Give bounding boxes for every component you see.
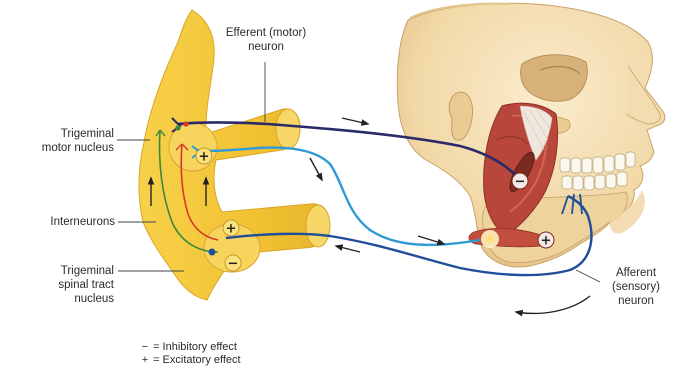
label-efferent-motor-neuron: Efferent (motor) neuron	[208, 26, 324, 54]
legend-text-inhibitory: = Inhibitory effect	[153, 341, 237, 353]
flow-arrow-down-center	[310, 158, 322, 180]
label-spinal-line3: nucleus	[18, 292, 114, 306]
legend-symbol-inhibitory: −	[140, 341, 150, 354]
label-trigeminal-spinal-tract-nucleus: Trigeminal spinal tract nucleus	[18, 264, 114, 306]
sensory-root-cut	[306, 205, 330, 247]
legend-row-inhibitory: − = Inhibitory effect	[140, 341, 241, 354]
label-motor-line2: motor nucleus	[18, 141, 114, 155]
flow-arrow-return	[336, 246, 360, 252]
sign-plus-motor: +	[199, 150, 210, 165]
label-interneurons: Interneurons	[18, 215, 115, 229]
label-motor-line1: Trigeminal	[18, 127, 114, 141]
sign-plus-spinal: +	[226, 222, 237, 237]
legend-row-excitatory: + = Excitatory effect	[140, 354, 241, 367]
legend-text-excitatory: = Excitatory effect	[153, 354, 241, 366]
flow-arrow-toward-muscle	[418, 236, 444, 244]
sign-minus-muscle: −	[515, 175, 526, 190]
motor-root-cut	[276, 109, 300, 149]
sign-badge-jaw-plus: +	[538, 232, 554, 249]
label-spinal-line2: spinal tract	[18, 278, 114, 292]
leader-afferent	[576, 270, 600, 282]
sign-badge-spinal-plus: +	[223, 220, 239, 237]
label-afferent-sensory-neuron: Afferent (sensory) neuron	[600, 266, 672, 308]
flow-arrow-bottom-curve	[516, 296, 590, 313]
sign-badge-motor-plus: +	[196, 148, 212, 165]
label-afferent-line1: Afferent	[600, 266, 672, 280]
label-interneurons-text: Interneurons	[18, 215, 115, 229]
label-efferent-line2: neuron	[208, 40, 324, 54]
label-afferent-line3: neuron	[600, 294, 672, 308]
label-afferent-line2: (sensory)	[600, 280, 672, 294]
legend-symbol-excitatory: +	[140, 354, 150, 367]
interneuron-cell-body	[209, 249, 216, 256]
sign-minus-spinal: −	[228, 257, 239, 272]
sign-badge-muscle-minus: −	[512, 173, 528, 190]
label-efferent-line1: Efferent (motor)	[208, 26, 324, 40]
flow-arrow-efferent	[342, 118, 368, 124]
sign-badge-spinal-minus: −	[225, 255, 241, 272]
label-trigeminal-motor-nucleus: Trigeminal motor nucleus	[18, 127, 114, 155]
sign-plus-jaw: +	[541, 234, 552, 249]
label-spinal-line1: Trigeminal	[18, 264, 114, 278]
legend: − = Inhibitory effect + = Excitatory eff…	[140, 341, 241, 367]
